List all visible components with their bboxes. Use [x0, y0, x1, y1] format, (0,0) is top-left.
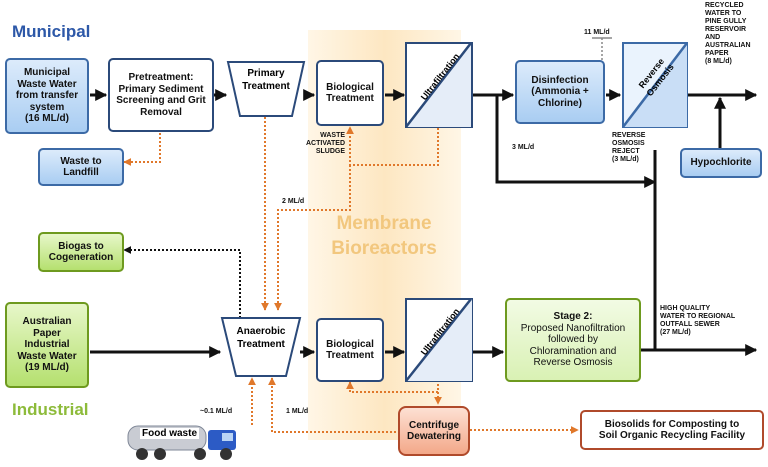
was-to-anaerobic	[274, 165, 351, 311]
ultrafiltration-top	[405, 42, 473, 128]
food-waste-label: Food waste	[140, 428, 200, 439]
flow-uf-bypass	[495, 95, 657, 188]
centrifuge-to-anaerobic	[268, 377, 396, 433]
uf2-return	[346, 380, 439, 393]
reverse-osmosis-box	[622, 42, 688, 128]
sludge-to-landfill	[123, 133, 161, 166]
label-11-ml: 11 ML/d	[584, 29, 610, 36]
industrial-heading: Industrial	[12, 400, 89, 419]
label-3-ml: 3 ML/d	[512, 144, 535, 151]
hypochlorite-box: Hypochlorite	[680, 148, 762, 178]
disinfection-box: Disinfection(Ammonia +Chlorine)	[515, 60, 605, 124]
municipal-heading: Municipal	[12, 22, 91, 41]
label-2-ml: 2 ML/d	[282, 198, 305, 205]
ultrafiltration-bottom	[405, 298, 473, 382]
primary-treatment-trapezoid	[226, 61, 306, 117]
uf-return-top	[346, 126, 439, 166]
anaerobic-treatment-trapezoid	[220, 317, 302, 377]
label-0-1-ml: ~0.1 ML/d	[200, 408, 233, 415]
label-1-ml: 1 ML/d	[286, 408, 309, 415]
